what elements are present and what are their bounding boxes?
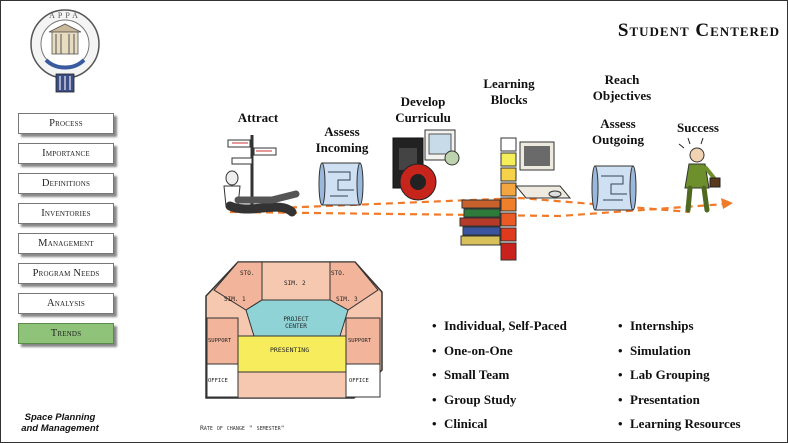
footer-line-2: and Management — [21, 423, 99, 434]
bullet-item: •Lab Grouping — [618, 367, 710, 382]
bullet-item: •Group Study — [432, 391, 517, 407]
process-arrow-lower — [229, 202, 726, 218]
arrow-head — [721, 198, 733, 209]
nav-definitions[interactable]: Definitions — [18, 173, 114, 194]
bullet-item: •Small Team — [432, 367, 510, 382]
appa-logo: APPA — [16, 4, 114, 96]
businessman-icon — [678, 137, 721, 213]
footer-line-1: Space Planning — [24, 412, 96, 423]
bullet-item: •One-on-One — [432, 342, 513, 358]
fp-project-center: PROJECT CENTER — [283, 316, 309, 330]
fp-presenting: PRESENTING — [270, 346, 310, 354]
fp-sim1: SIM. 1 — [224, 296, 246, 303]
fp-caption: Rate of change " semester" — [200, 424, 285, 432]
bullets-left: •Individual, Self-Paced •One-on-One •Sma… — [432, 314, 567, 437]
bullets-right: •Internships •Simulation •Lab Grouping •… — [618, 314, 741, 437]
blueprint-scroll-icon — [318, 162, 364, 206]
fp-support-right: SUPPORT — [348, 338, 372, 344]
fp-support-left: SUPPORT — [208, 338, 232, 344]
nav-program-needs[interactable]: Program Needs — [18, 263, 114, 284]
nav-management[interactable]: Management — [18, 233, 114, 254]
learning-blocks-stack — [500, 137, 517, 261]
books-icon — [459, 199, 501, 246]
bullet-item: •Internships — [618, 318, 694, 333]
page-title: Student Centered — [617, 20, 780, 41]
fp-office-right: OFFICE — [349, 378, 369, 384]
bullet-item: •Individual, Self-Paced — [432, 318, 567, 333]
stage-reach-objectives: Reach Objectives — [592, 72, 652, 103]
stage-learning-blocks: Learning Blocks — [483, 76, 535, 107]
nav-importance[interactable]: Importance — [18, 143, 114, 164]
stage-success: Success — [677, 120, 719, 135]
fp-sto-left: STO. — [240, 270, 255, 277]
floor-plan-sketch — [205, 261, 383, 399]
outgoing-scroll-icon — [591, 165, 637, 211]
nav-analysis[interactable]: Analysis — [18, 293, 114, 314]
footer-label: Space Planning and Management — [14, 412, 106, 434]
stage-assess-incoming: Assess Incoming — [315, 124, 369, 155]
nav-trends[interactable]: Trends — [18, 323, 114, 344]
fp-sto-right: STO. — [331, 270, 346, 277]
nav-process[interactable]: Process — [18, 113, 114, 134]
bullet-item: •Learning Resources — [618, 416, 741, 431]
fp-sim3: SIM. 3 — [336, 296, 358, 303]
fp-sim2: SIM. 2 — [284, 280, 306, 287]
stage-assess-outgoing: Assess Outgoing — [591, 116, 644, 147]
monitor-icon — [514, 141, 572, 199]
computer-user-icon — [392, 129, 460, 201]
fp-office-left: OFFICE — [208, 378, 228, 384]
stage-attract: Attract — [237, 110, 279, 125]
logo-text: APPA — [49, 11, 81, 20]
bullet-item: •Presentation — [618, 391, 700, 407]
bullet-item: •Clinical — [432, 416, 488, 431]
stage-develop: Develop Curriculu — [395, 94, 451, 125]
nav-inventories[interactable]: Inventories — [18, 203, 114, 224]
process-arrow-upper — [229, 196, 691, 214]
bullet-item: •Simulation — [618, 342, 691, 358]
signpost-icon — [223, 135, 300, 217]
